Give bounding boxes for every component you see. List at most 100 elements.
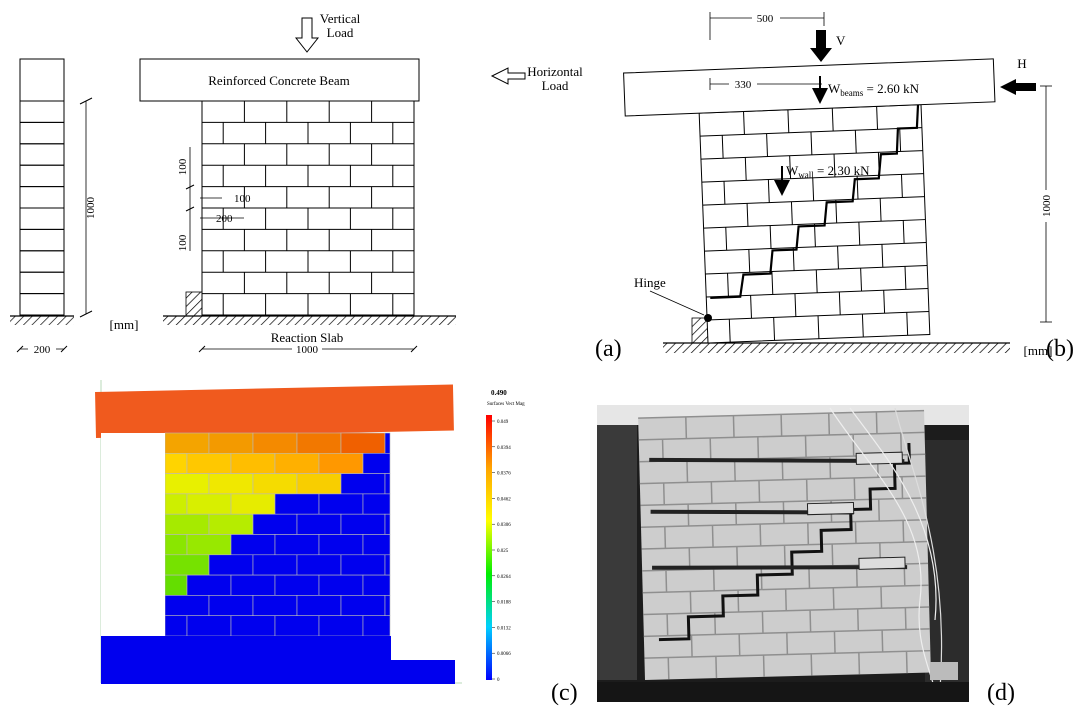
- legend-tick-label: 0.025: [497, 549, 509, 554]
- photo-joint: [664, 526, 667, 549]
- side-course: [19, 164, 65, 188]
- photo-joint: [905, 651, 908, 674]
- photo-joint: [687, 504, 690, 526]
- photo-joint: [709, 438, 712, 460]
- photo-joint: [666, 613, 669, 636]
- fea-brick: [384, 473, 391, 495]
- wall-b-joint: [789, 155, 792, 179]
- concrete-beam-a: [139, 58, 420, 102]
- unit-label-a: [mm]: [110, 317, 139, 332]
- fea-base-left: [101, 636, 391, 662]
- wall-b-joint: [769, 225, 772, 249]
- photo-joint: [757, 436, 760, 459]
- dim-side-width-label: 200: [34, 344, 51, 356]
- photo-joint: [784, 588, 787, 611]
- fea-brick: [296, 473, 342, 495]
- vertical-load-arrow-icon: [294, 17, 320, 53]
- wall-b-joint: [854, 130, 857, 154]
- wall-b-joint: [748, 249, 751, 273]
- legend-tick-label: 0.0394: [497, 446, 511, 451]
- fea-brick: [384, 432, 391, 454]
- fea-brick: [230, 534, 276, 556]
- wall-b-joint: [743, 111, 745, 135]
- fea-brick: [208, 513, 254, 535]
- fea-brick: [164, 615, 188, 637]
- photo-joint: [662, 482, 666, 505]
- side-course: [19, 100, 65, 123]
- photo-joint: [786, 632, 789, 655]
- wall-b-joint: [812, 177, 815, 201]
- legend-tick-label: 0.0264: [497, 575, 511, 580]
- panel-label-d: (d): [987, 680, 1015, 706]
- photo-joint: [758, 480, 761, 503]
- fea-brick: [362, 615, 391, 637]
- fea-brick: [164, 534, 188, 556]
- photo-joint: [711, 525, 714, 548]
- wall-b-joint: [728, 319, 731, 343]
- side-course: [19, 186, 65, 209]
- reaction-slab-label: Reaction Slab: [271, 330, 344, 345]
- photo-joint: [759, 524, 762, 546]
- fea-brick: [186, 493, 232, 515]
- photo-joint: [715, 656, 718, 679]
- fea-brick: [252, 595, 298, 617]
- dim-500: 500: [709, 12, 825, 40]
- dim-half-unit: 100: [234, 193, 251, 205]
- fea-brick: [318, 574, 364, 596]
- panel-c-fea-contour: 0.490 Surfaces Vect Mag 0.0490.03940.037…: [95, 380, 578, 706]
- panel-label-b: (b): [1046, 336, 1074, 362]
- vertical-load-label-2: Load: [327, 25, 354, 40]
- v-load-arrow-icon: [810, 30, 832, 62]
- wall-b-joint: [860, 268, 863, 292]
- fea-brick: [274, 615, 320, 637]
- panel-label-a: (a): [595, 336, 622, 362]
- photo-joint: [810, 653, 813, 676]
- fea-brick: [362, 493, 391, 515]
- photo-joint: [858, 652, 861, 675]
- left-support-block: [185, 291, 203, 317]
- wall-b-joint: [835, 199, 838, 223]
- fea-brick: [274, 452, 320, 474]
- fea-beam: [95, 384, 454, 439]
- fea-brick: [186, 615, 232, 637]
- wall-width-dimension: 1000: [198, 343, 418, 356]
- photo-joint: [667, 657, 670, 680]
- hinge-icon: [704, 314, 712, 322]
- wall-b-joint: [750, 295, 752, 319]
- fea-brick: [164, 473, 210, 495]
- wall-b-joint: [810, 131, 813, 155]
- dim-330-label: 330: [735, 79, 752, 91]
- unit-dimensions: 100 100 100 200: [177, 147, 251, 251]
- fea-brick: [230, 452, 276, 474]
- wall-b-joint: [906, 312, 909, 336]
- lvdt-sensors: [649, 451, 908, 570]
- wall-b-joint: [746, 203, 749, 227]
- fea-brick: [164, 452, 188, 474]
- w-beams-label: Wbeams = 2.60 kN: [828, 81, 920, 98]
- photo-joint: [854, 521, 857, 544]
- fea-brick: [230, 493, 276, 515]
- horizontal-load-label-1: Horizontal: [527, 64, 583, 79]
- photo-joint: [900, 433, 903, 455]
- fea-brick: [296, 595, 342, 617]
- fea-brick: [318, 615, 364, 637]
- side-course: [19, 143, 65, 166]
- side-view-wall: [10, 58, 74, 325]
- fea-brick: [384, 513, 391, 535]
- fea-brick: [208, 554, 254, 576]
- photo-joint: [880, 586, 883, 609]
- legend-tick-label: 0.0066: [497, 652, 511, 657]
- w-wall-label: Wwall = 2.30 kN: [786, 163, 870, 180]
- fea-brick: [340, 432, 386, 454]
- wall-b-joint: [858, 222, 861, 246]
- fea-brick: [318, 534, 364, 556]
- hinge-label: Hinge: [634, 275, 666, 290]
- legend-tick-label: 0.0306: [497, 523, 511, 528]
- photo-joint: [875, 411, 878, 434]
- h-load-arrow-icon: [1000, 79, 1036, 95]
- wall-b-joint: [902, 220, 905, 244]
- legend-tick-label: 0.049: [497, 420, 509, 425]
- dim-height-label-a: 1000: [85, 197, 97, 220]
- photo-joint: [902, 520, 905, 543]
